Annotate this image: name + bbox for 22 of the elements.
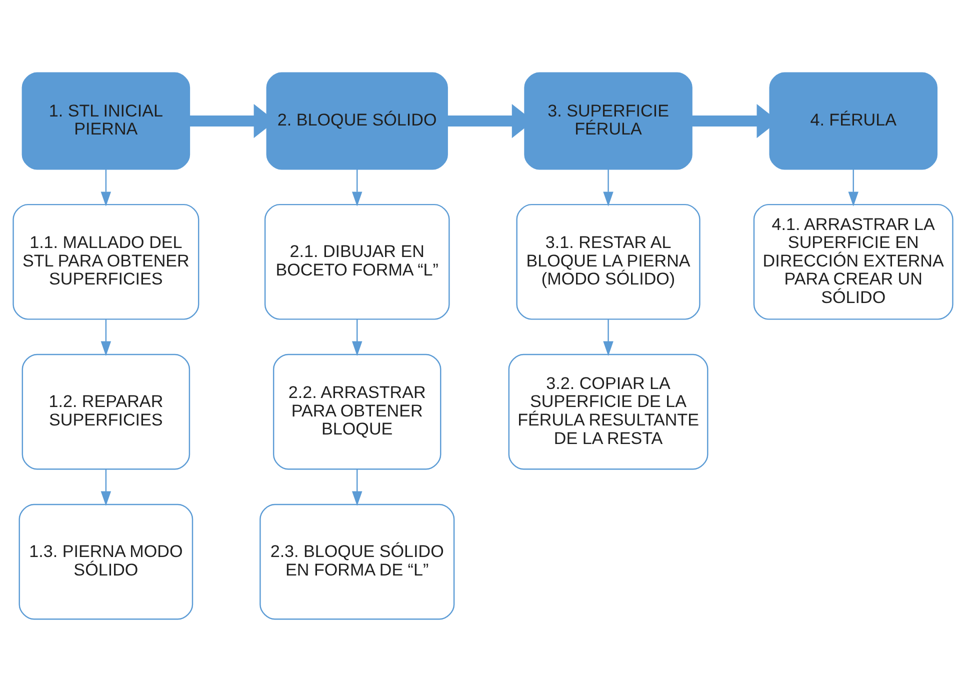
node-box: 2.1. DIBUJAR EN BOCETO FORMA “L”: [264, 203, 450, 320]
node-box: 3.1. RESTAR AL BLOQUE LA PIERNA (MODO SÓLIDO): [516, 203, 700, 320]
arrow: [848, 169, 858, 206]
node-box: 1.3. PIERNA MODO SÓLIDO: [18, 503, 194, 620]
node-box: 1.1. MALLADO DEL STL PARA OBTENER SUPERFICIES: [12, 203, 200, 320]
arrow: [352, 318, 362, 356]
arrow: [603, 318, 614, 356]
node-box: 2.3. BLOQUE SÓLIDO EN FORMA DE “L”: [260, 503, 455, 620]
arrow: [100, 318, 112, 356]
node-box: 4. FÉRULA: [769, 72, 938, 170]
node-box: 2. BLOQUE SÓLIDO: [266, 72, 448, 170]
arrow: [100, 468, 112, 506]
arrow: [352, 169, 362, 206]
arrow: [352, 468, 362, 506]
node-box: 1. STL INICIAL PIERNA: [22, 72, 190, 170]
arrow: [100, 169, 112, 206]
node-box: 4.1. ARRASTRAR LA SUPERFICIE EN DIRECCIÓN EXTERNA PARA CREAR UN SÓLIDO: [753, 203, 954, 320]
node-box: 3.2. COPIAR LA SUPERFICIE DE LA FÉRULA RESULTANTE DE LA RESTA: [508, 353, 708, 470]
arrow: [603, 169, 614, 206]
node-box: 3. SUPERFICIE FÉRULA: [524, 72, 692, 170]
node-box: 2.2. ARRASTRAR PARA OBTENER BLOQUE: [272, 353, 442, 470]
node-box: 1.2. REPARAR SUPERFICIES: [22, 353, 190, 470]
